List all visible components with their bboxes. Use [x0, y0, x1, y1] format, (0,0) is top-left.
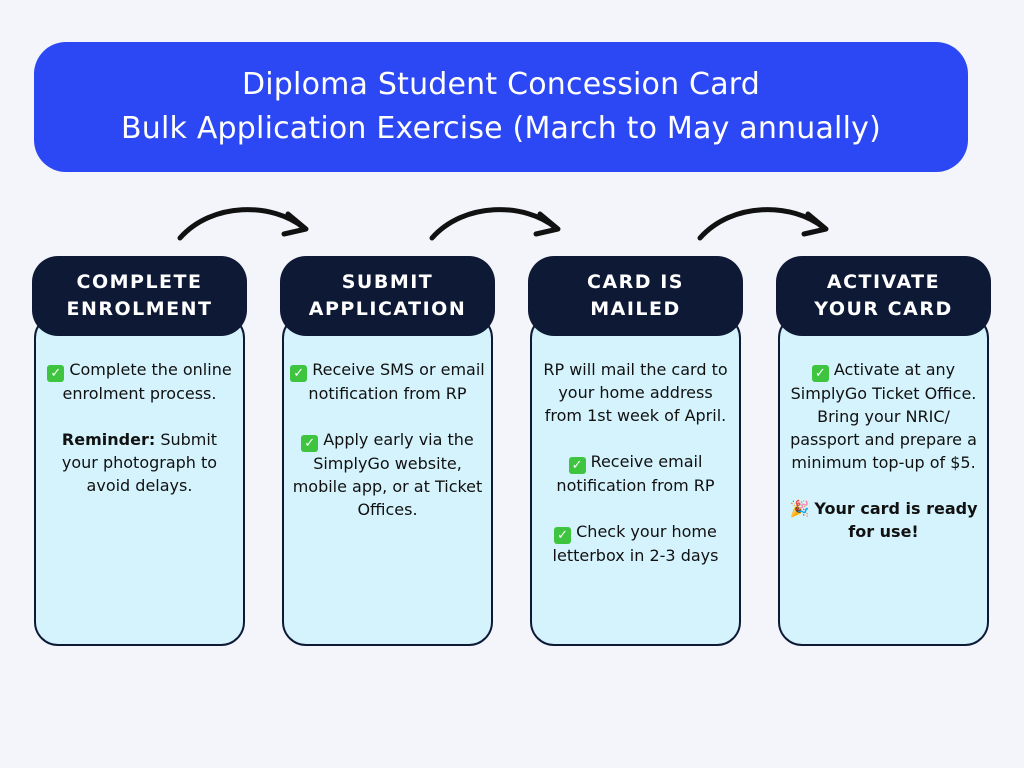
step-card-body: ✓Activate at any SimplyGo Ticket Office.… — [786, 358, 981, 566]
banner-subtitle: Bulk Application Exercise (March to May … — [120, 111, 881, 146]
step-title-activate-your-card: ACTIVATE YOUR CARD — [776, 256, 991, 336]
step-item: ✓Receive email notification from RP — [556, 452, 715, 495]
check-icon: ✓ — [290, 365, 308, 382]
step-item: ✓Activate at any SimplyGo Ticket Office.… — [790, 360, 977, 472]
party-popper-icon: 🎉 — [789, 499, 810, 518]
header-banner: Diploma Student Concession Card Bulk App… — [34, 42, 968, 172]
step-item: ✓Receive SMS or email notification from … — [290, 358, 485, 405]
banner-title: Diploma Student Concession Card — [241, 67, 761, 102]
step-item: RP will mail the card to your home addre… — [543, 360, 728, 425]
step-card-body: RP will mail the card to your home addre… — [538, 358, 733, 590]
arrow-right-icon — [429, 207, 561, 241]
check-icon: ✓ — [554, 527, 572, 544]
step-card-body: ✓Receive SMS or email notification from … — [290, 358, 485, 544]
step-title-submit-application: SUBMIT APPLICATION — [280, 256, 495, 336]
check-icon: ✓ — [301, 435, 319, 452]
step-item: ✓Complete the online enrolment process. — [42, 358, 237, 405]
step-item: ✓Apply early via the SimplyGo website, m… — [292, 430, 483, 519]
arrow-right-icon — [697, 207, 829, 241]
step-item: 🎉Your card is ready for use! — [789, 499, 978, 541]
step-card-card-is-mailed: RP will mail the card to your home addre… — [530, 314, 741, 646]
step-item: Reminder: Submit your photograph to avoi… — [61, 430, 218, 495]
check-icon: ✓ — [811, 365, 829, 382]
step-card-submit-application: ✓Receive SMS or email notification from … — [282, 314, 493, 646]
step-title-card-is-mailed: CARD IS MAILED — [528, 256, 743, 336]
step-card-body: ✓Complete the online enrolment process. … — [42, 358, 237, 520]
step-item: ✓Check your home letterbox in 2-3 days — [552, 522, 719, 565]
check-icon: ✓ — [47, 365, 65, 382]
step-title-complete-enrolment: COMPLETE ENROLMENT — [32, 256, 247, 336]
step-card-activate-your-card: ✓Activate at any SimplyGo Ticket Office.… — [778, 314, 989, 646]
step-card-complete-enrolment: ✓Complete the online enrolment process. … — [34, 314, 245, 646]
check-icon: ✓ — [568, 457, 586, 474]
arrow-right-icon — [177, 207, 309, 241]
